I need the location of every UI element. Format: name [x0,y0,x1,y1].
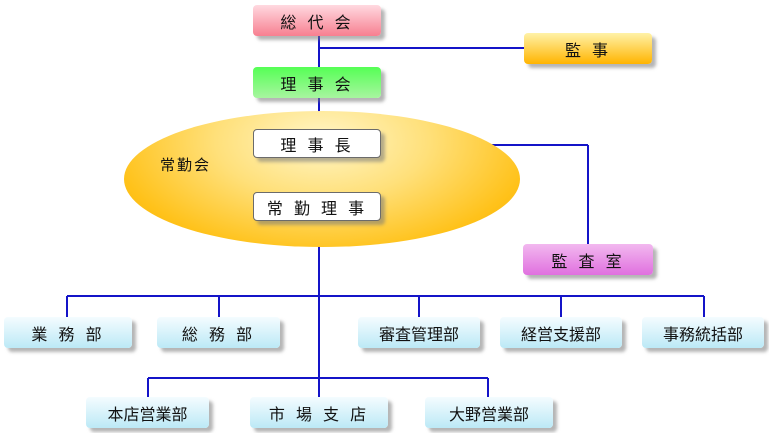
node-gyoumubu: 業 務 部 [4,317,132,348]
joukinkai-label: 常勤会 [160,156,212,174]
node-jimu-toukatsubu: 事務統括部 [642,317,764,348]
node-soudaikai: 総 代 会 [253,5,381,36]
node-honten: 本店営業部 [86,397,209,428]
node-ichiba-shiten: 市 場 支 店 [250,397,388,428]
node-rijikai: 理 事 会 [253,67,381,98]
node-soumubu: 総 務 部 [157,317,280,348]
node-oono: 大野営業部 [425,397,553,428]
node-keiei-shienbu: 経営支援部 [500,317,622,348]
node-shinsa-kanribu: 審査管理部 [358,317,480,348]
node-kansashitsu: 監 査 室 [523,244,653,275]
node-rijichou: 理 事 長 [253,129,381,158]
node-joukin-riji: 常 勤 理 事 [253,192,381,221]
node-kanji: 監 事 [524,33,652,64]
